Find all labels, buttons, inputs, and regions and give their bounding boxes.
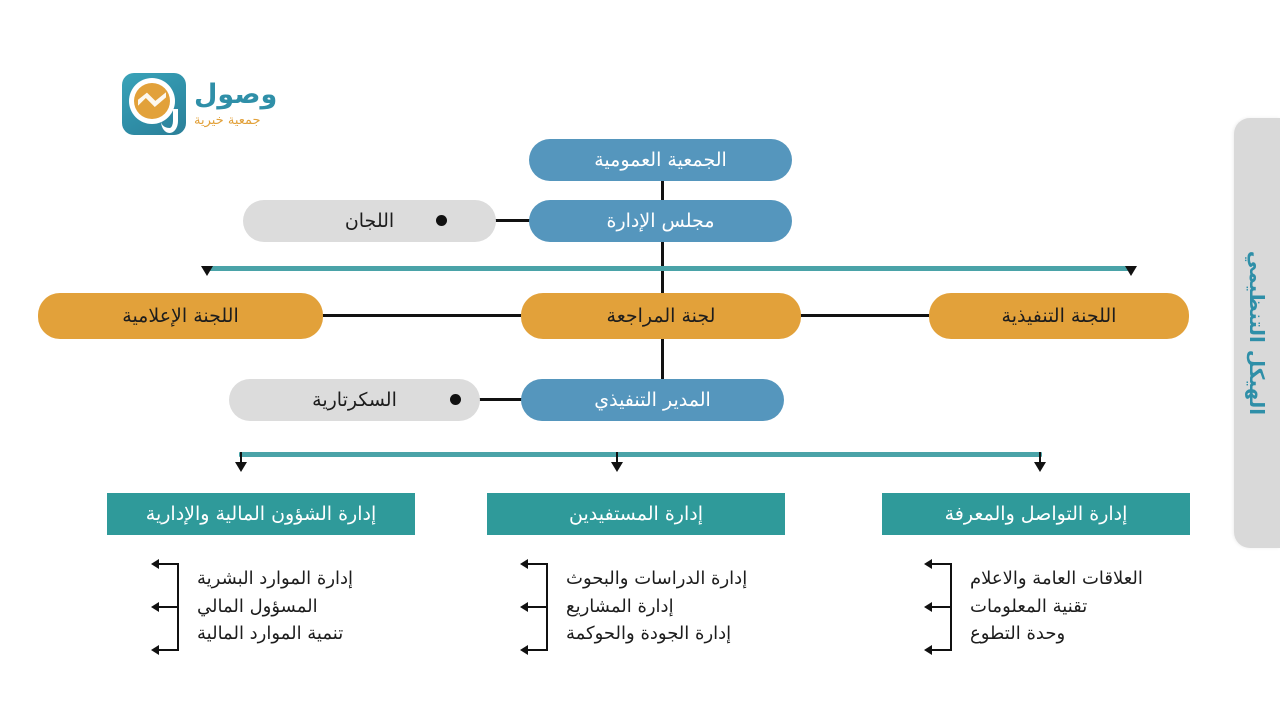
list-item: وحدة التطوع: [970, 623, 1066, 645]
bracket-communication-icon: [924, 559, 962, 655]
logo-title: وصول: [194, 79, 278, 110]
list-item: إدارة الجودة والحوكمة: [566, 623, 732, 645]
node-department-finance-label: إدارة الشؤون المالية والإدارية: [145, 503, 377, 525]
node-department-communication-label: إدارة التواصل والمعرفة: [944, 503, 1128, 525]
sub-units-communication: العلاقات العامة والاعلام تقنية المعلومات…: [924, 559, 1143, 655]
connector-dot-committees: [436, 215, 447, 226]
arrow-right-committee: [1125, 266, 1137, 276]
node-department-finance[interactable]: إدارة الشؤون المالية والإدارية: [107, 493, 415, 535]
list-item: إدارة المشاريع: [566, 595, 674, 617]
list-item: تقنية المعلومات: [970, 595, 1088, 617]
arrow-stem-beneficiaries: [616, 452, 618, 464]
node-department-communication[interactable]: إدارة التواصل والمعرفة: [882, 493, 1190, 535]
connector-dot-secretariat: [450, 394, 461, 405]
node-general-assembly-label: الجمعية العمومية: [594, 149, 727, 171]
side-tab-label: الهيكل التنظيمي: [1245, 250, 1269, 416]
node-executive-director-label: المدير التنفيذي: [594, 389, 711, 411]
arrow-stem-finance: [240, 452, 242, 464]
connector-audit-to-director: [661, 335, 664, 380]
node-department-beneficiaries-label: إدارة المستفيدين: [569, 503, 703, 525]
bracket-beneficiaries-icon: [520, 559, 558, 655]
list-item: المسؤول المالي: [197, 595, 318, 617]
node-audit-committee[interactable]: لجنة المراجعة: [521, 293, 801, 339]
node-board-label: مجلس الإدارة: [606, 210, 715, 232]
node-committees-label: اللجان: [344, 210, 395, 232]
arrow-stem-communication: [1039, 452, 1041, 464]
sub-units-beneficiaries: إدارة الدراسات والبحوث إدارة المشاريع إد…: [520, 559, 747, 655]
arrow-down-finance: [235, 462, 247, 472]
node-general-assembly[interactable]: الجمعية العمومية: [529, 139, 792, 181]
node-media-committee-label: اللجنة الإعلامية: [122, 305, 239, 327]
sub-units-finance-list: إدارة الموارد البشرية المسؤول المالي تنم…: [197, 568, 353, 646]
node-secretariat-label: السكرتارية: [312, 389, 397, 411]
arrow-down-beneficiaries: [611, 462, 623, 472]
node-board-of-directors[interactable]: مجلس الإدارة: [529, 200, 792, 242]
arrow-down-communication: [1034, 462, 1046, 472]
connector-board-to-audit: [661, 240, 664, 310]
logo-mark-icon: [122, 73, 186, 135]
logo-text: وصول جمعية خيرية: [194, 81, 277, 127]
node-executive-committee[interactable]: اللجنة التنفيذية: [929, 293, 1189, 339]
list-item: العلاقات العامة والاعلام: [970, 568, 1143, 590]
list-item: إدارة الدراسات والبحوث: [566, 568, 748, 590]
connector-bar-committees: [205, 266, 1133, 271]
organization-logo: وصول جمعية خيرية: [122, 68, 297, 140]
side-tab-organizational-structure[interactable]: الهيكل التنظيمي: [1234, 118, 1280, 548]
connector-director-to-secretariat: [456, 398, 528, 401]
node-department-beneficiaries[interactable]: إدارة المستفيدين: [487, 493, 785, 535]
node-media-committee[interactable]: اللجنة الإعلامية: [38, 293, 323, 339]
arrow-left-committee: [201, 266, 213, 276]
node-committees[interactable]: اللجان: [243, 200, 496, 242]
bracket-finance-icon: [151, 559, 189, 655]
node-executive-director[interactable]: المدير التنفيذي: [521, 379, 784, 421]
logo-subtitle: جمعية خيرية: [194, 113, 261, 128]
sub-units-beneficiaries-list: إدارة الدراسات والبحوث إدارة المشاريع إد…: [566, 568, 747, 646]
list-item: تنمية الموارد المالية: [197, 623, 344, 645]
node-executive-committee-label: اللجنة التنفيذية: [1001, 305, 1117, 327]
list-item: إدارة الموارد البشرية: [197, 568, 354, 590]
node-audit-committee-label: لجنة المراجعة: [606, 305, 716, 327]
connector-media-to-audit: [320, 314, 525, 317]
sub-units-communication-list: العلاقات العامة والاعلام تقنية المعلومات…: [970, 568, 1143, 646]
connector-bar-departments: [239, 452, 1042, 457]
connector-audit-to-executive: [797, 314, 933, 317]
sub-units-finance: إدارة الموارد البشرية المسؤول المالي تنم…: [151, 559, 353, 655]
node-secretariat[interactable]: السكرتارية: [229, 379, 480, 421]
